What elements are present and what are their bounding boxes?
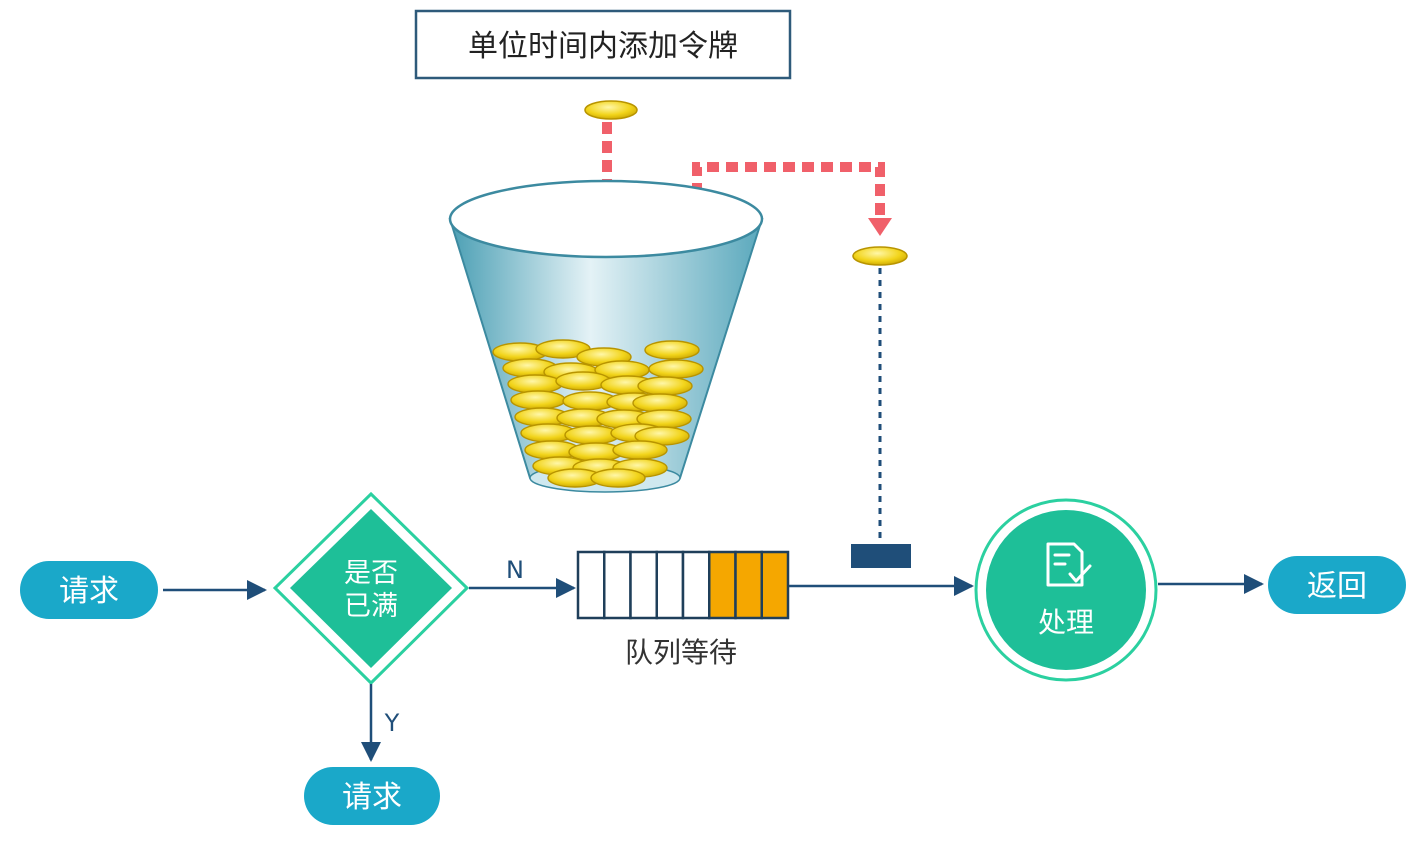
return-node[interactable]: 返回 bbox=[1268, 556, 1406, 614]
token-slot bbox=[851, 544, 911, 568]
top-label-text: 单位时间内添加令牌 bbox=[468, 29, 738, 64]
request-node-label: 请求 bbox=[59, 574, 119, 609]
queue-slot-empty bbox=[603, 550, 632, 620]
token-coin bbox=[632, 393, 688, 413]
return-label: 返回 bbox=[1307, 569, 1367, 604]
queue-slot-empty bbox=[655, 550, 685, 620]
falling-token bbox=[584, 100, 638, 120]
queue-label: 队列等待 bbox=[625, 636, 737, 669]
queue-slot-empty bbox=[629, 550, 658, 620]
decision-line2: 已满 bbox=[344, 591, 398, 622]
decision-full-check[interactable]: 是否 已满 bbox=[272, 491, 470, 686]
token-bucket bbox=[448, 179, 764, 493]
token-coin bbox=[510, 390, 566, 410]
top-label-box: 单位时间内添加令牌 bbox=[414, 9, 792, 80]
queue-slot-filled bbox=[760, 550, 790, 620]
process-node[interactable]: 处理 bbox=[974, 498, 1158, 682]
branch-yes-label: Y bbox=[384, 709, 400, 737]
queue-slot-filled bbox=[708, 550, 737, 620]
branch-no-label: N bbox=[506, 556, 524, 584]
process-label: 处理 bbox=[1038, 606, 1094, 639]
token-coin bbox=[590, 468, 646, 488]
wait-queue bbox=[576, 550, 790, 620]
taken-token bbox=[852, 246, 908, 266]
token-coin bbox=[648, 359, 704, 379]
queue-slot-filled bbox=[734, 550, 763, 620]
reject-request-node[interactable]: 请求 bbox=[304, 767, 440, 825]
token-coin bbox=[644, 340, 700, 360]
coin-pile bbox=[492, 339, 704, 488]
document-check-icon bbox=[1046, 542, 1092, 587]
decision-line1: 是否 bbox=[344, 558, 398, 589]
request-node[interactable]: 请求 bbox=[20, 561, 158, 619]
queue-slot-empty bbox=[681, 550, 711, 620]
token-coin bbox=[507, 374, 563, 394]
token-coin bbox=[637, 376, 693, 396]
reject-request-label: 请求 bbox=[342, 780, 402, 815]
queue-slot-empty bbox=[576, 550, 606, 620]
token-coin bbox=[612, 440, 668, 460]
